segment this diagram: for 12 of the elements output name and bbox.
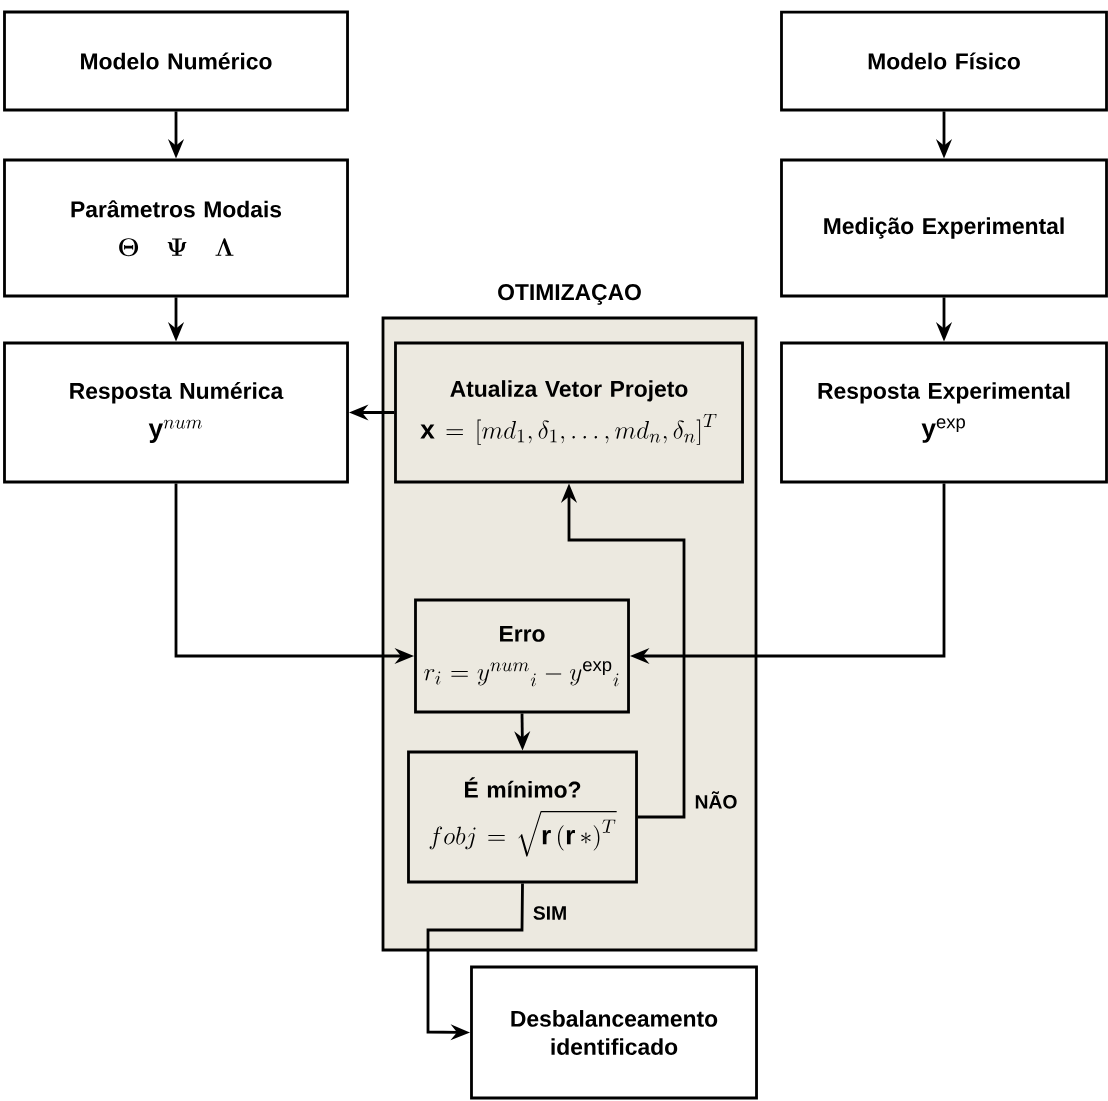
process-box: Resposta Numérica $\mathbf{y}^{num}$	[3, 341, 349, 484]
process-box: Erro $r_{i}={y^{num}}_{i}-{y^{\exp}}_{i}$	[414, 598, 630, 714]
process-box: Modelo Físico	[780, 10, 1108, 112]
process-box: Atualiza Vetor Projeto $\mathbf{x}=\left[md_{1},\delta_{1},\ldots,md_{n},\delta_{n}\right]^{T}$	[394, 341, 744, 484]
process-box: Resposta Experimental $\mathbf{y}^{\exp}$	[780, 341, 1108, 484]
process-box: É mínimo? $fobj=\sqrt{\mathbf{r}\left(\mathbf{r}\,*\right)^{T}}$	[407, 750, 638, 884]
process-box: Parâmetros Modais $\boldsymbol{\Theta}\quad\boldsymbol{\Psi}\quad\boldsymbol{\Lambda}$	[3, 158, 349, 298]
process-box: Desbalanceamento identificado	[470, 965, 758, 1100]
edge-label: SIM	[531, 904, 569, 922]
process-box: Modelo Numérico	[3, 10, 349, 112]
group-heading: OTIMIZAÇAO	[498, 284, 641, 305]
process-box: Medição Experimental	[780, 158, 1108, 298]
